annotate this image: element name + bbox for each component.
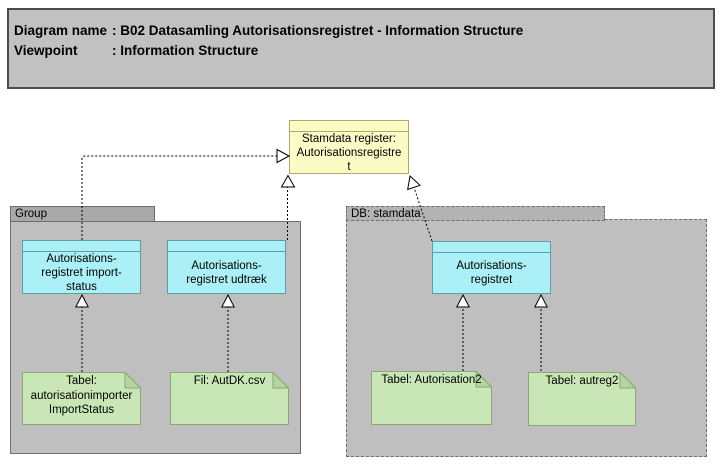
node-autorisationsregistret-udtraek: Autorisations- registret udtræk [167,240,286,294]
note-fold-corner [124,372,141,389]
note-fold-corner [272,372,289,389]
node-label: Autorisations- registret udtræk [186,259,267,286]
realization-arrowhead-icon [407,175,421,191]
object-header-band [23,241,140,252]
node-label: Autorisations- registret [456,260,527,286]
note-tabel-autreg2: Tabel: autreg2 [528,372,636,426]
node-autorisationsregistret-import-status: Autorisations- registret import- status [22,240,141,294]
node-label: Stamdata register: Autorisationsregistre… [296,133,402,173]
note-shape [170,372,289,425]
object-header-band [433,242,550,253]
note-fold-corner [619,372,636,389]
realization-arrowhead-icon [280,174,296,188]
note-shape [528,372,636,426]
group-container-tab: Group [10,206,155,222]
diagram-name-value: : B02 Datasamling Autorisationsregistret… [112,23,524,38]
realization-arrowhead-icon [276,148,291,164]
note-label: Tabel: Autorisation2 [381,374,482,386]
object-header-band [290,121,408,132]
note-tabel-autorisation2: Tabel: Autorisation2 [371,371,492,425]
note-fil-autdk-csv: Fil: AutDK.csv [170,372,289,425]
viewpoint-value: : Information Structure [112,43,259,58]
diagram-name-label: Diagram name [14,23,108,38]
note-shape [371,371,492,425]
note-label: Fil: AutDK.csv [193,375,266,387]
viewpoint-label: Viewpoint [14,43,78,58]
viewpoint-row: Viewpoint : Information Structure [14,41,707,61]
note-tabel-autorisationimporter-importstatus: Tabel: autorisationimporter ImportStatus [22,372,141,425]
note-label: Tabel: autreg2 [545,375,619,387]
diagram-title-row: Diagram name : B02 Datasamling Autorisati… [14,21,707,41]
diagram-title-box: Diagram name : B02 Datasamling Autorisati… [7,8,715,89]
note-fold-corner [475,371,492,388]
node-stamdata-register: Stamdata register: Autorisationsregistre… [289,120,409,174]
db-stamdata-container-tab: DB: stamdata [346,206,605,221]
note-label: Tabel: autorisationimporter ImportStatus [30,375,133,416]
node-label: Autorisations- registret import- status [41,253,122,293]
object-header-band [168,241,285,252]
note-shape [22,372,141,425]
node-autorisationsregistret: Autorisations- registret [432,241,551,294]
